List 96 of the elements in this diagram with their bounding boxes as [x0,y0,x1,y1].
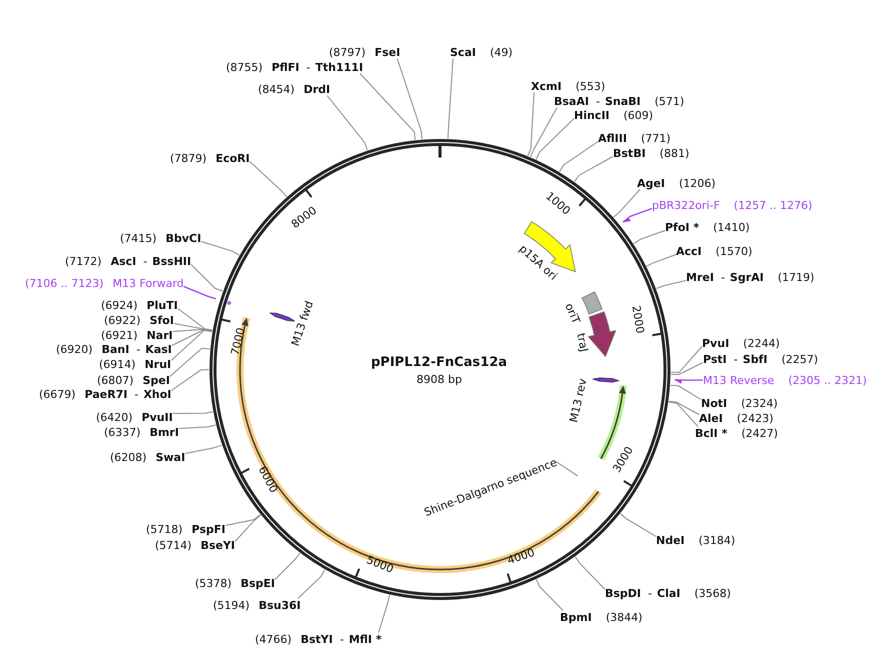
leader-line [620,513,656,537]
restriction-site-label: BpmI (3844) [560,610,642,624]
leader-line [574,556,606,590]
leader-line [178,424,216,429]
restriction-site-label: BstBI (881) [613,146,690,160]
leader-line [274,552,300,580]
restriction-site-label: BsaAI - SnaBI (571) [554,94,684,108]
feature-label: traJ [574,332,590,352]
leader-line [670,346,702,373]
restriction-site-label: (6420) PvuII [96,410,173,424]
restriction-site-label: (7415) BbvCI [120,232,202,244]
leader-line [378,594,390,633]
leader-line [170,330,213,361]
leader-line [670,362,704,375]
restriction-site-label: PstI - SbfI (2257) [703,352,818,366]
leader-line [530,107,558,158]
leader-line [234,514,262,542]
ruler-number: 5000 [365,554,396,575]
restriction-site-label: ScaI (49) [450,46,513,58]
restriction-site-label: AleI (2423) [699,412,774,424]
leader-line [225,514,261,526]
restriction-site-label: (5718) PspFI [146,522,226,536]
restriction-site-label: (8797) FseI [329,46,400,58]
plasmid-size: 8908 bp [416,372,462,386]
restriction-site-label: (8755) PflFI - Tth111I [226,60,364,74]
leader-line [527,92,534,156]
restriction-site-label: BclI * (2427) [695,426,778,440]
plasmid-name: pPIPL12-FnCas12a [371,354,508,370]
leader-line [555,461,578,476]
leader-line [326,95,368,151]
leader-line [668,402,698,427]
restriction-site-label: (6914) NruI [99,358,172,370]
restriction-site-label: AgeI (1206) [637,176,716,190]
ruler-number: 7000 [229,326,246,357]
restriction-site-label: PfoI * (1410) [665,220,750,234]
leader-line [297,569,326,599]
leader-line [170,369,210,391]
restriction-site-label: NdeI (3184) [656,534,736,546]
restriction-site-label: (6922) SfoI [104,314,174,326]
ruler-number: 2000 [630,304,646,334]
leader-line [183,286,232,305]
restriction-site-label: (6337) BmrI [104,426,179,438]
leader-line [536,118,574,160]
leader-line [172,411,214,414]
restriction-site-label: (6924) PluTI [101,298,178,312]
restriction-site-label: (7879) EcoRI [170,152,250,164]
leader-line [613,189,640,218]
leader-line [396,58,422,140]
restriction-site-label: MreI - SgrAI (1719) [686,270,814,284]
feature-label: M13 rev [566,376,589,424]
ruler-number: 6000 [256,464,280,494]
restriction-site-label: (6679) PaeR7I - XhoI [39,388,172,400]
leader-line [656,280,686,289]
restriction-site-label: (6208) SwaI [110,450,186,464]
leader-line [646,254,676,267]
leader-line [559,141,598,172]
restriction-site-label: AccI (1570) [676,244,752,258]
feature-label: oriT [562,300,582,326]
restriction-site-label: (5378) BspEI [195,576,275,590]
leader-line [633,230,666,244]
leader-line [622,208,652,223]
primer-label: (7106 .. 7123) M13 Forward [25,276,184,290]
restriction-site-label: PvuI (2244) [702,336,780,350]
leader-line [670,384,702,400]
restriction-site-label: XcmI (553) [531,80,606,92]
leader-line [184,444,222,454]
primer-label: pBR322ori-F (1257 .. 1276) [652,198,812,212]
ruler-number: 4000 [506,547,536,566]
restriction-site-label: BspDI - ClaI (3568) [605,586,731,600]
restriction-site-label: (8454) DrdI [258,82,330,96]
leader-line [173,323,213,331]
primer-label: M13 Reverse (2305 .. 2321) [703,374,867,386]
leader-line [536,578,564,611]
leader-line [200,241,240,256]
restriction-site-label: NotI (2324) [701,396,778,410]
leader-line [360,73,416,140]
restriction-site-label: HincII (609) [574,108,654,122]
leader-line [169,348,210,377]
feature-label: M13 fwd [288,298,316,348]
leader-line [249,161,288,198]
leader-line [171,328,213,346]
leader-line [172,328,213,332]
restriction-site-label: (6807) SpeI [97,374,170,386]
restriction-site-label: (5194) Bsu36I [213,598,301,612]
leader-line [674,379,703,384]
leader-line [668,400,700,415]
restriction-site-label: (6920) BanI - KasI [56,342,172,356]
restriction-site-label: AflIII (771) [598,132,671,144]
restriction-site-label: (7172) AscI - BssHII [65,254,192,268]
restriction-site-label: (4766) BstYI - MflI * [255,632,382,646]
leader-line [448,58,454,140]
leader-line [177,308,213,331]
leader-line [190,264,224,292]
restriction-site-label: (6921) NarI [101,328,173,342]
leader-line [574,156,614,182]
restriction-site-label: (5714) BseYI [155,538,236,552]
